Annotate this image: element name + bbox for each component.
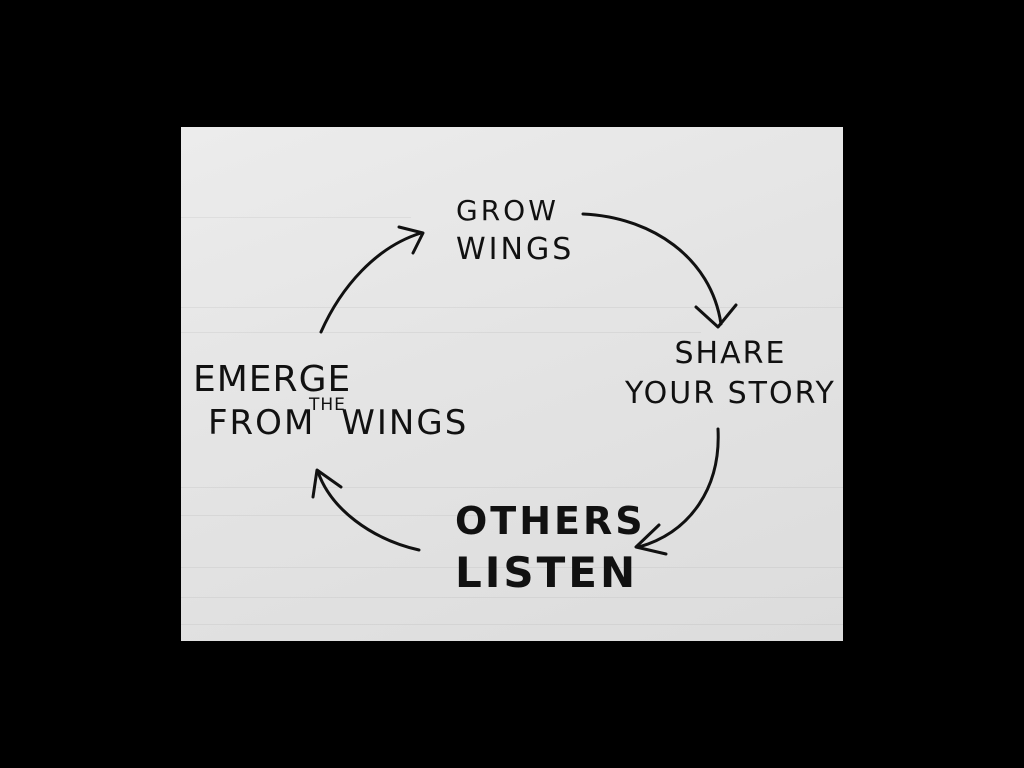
arrowhead-grow-to-share xyxy=(694,303,738,329)
bleed-line xyxy=(181,515,481,516)
node-grow-wings: GROW WINGS xyxy=(456,197,574,265)
bleed-line xyxy=(181,567,843,568)
bleed-line xyxy=(181,217,411,218)
bleed-line xyxy=(181,487,843,488)
arrow-grow-to-share xyxy=(581,212,723,326)
node-label-line: LISTEN xyxy=(455,548,639,597)
cycle-arrows xyxy=(311,212,738,556)
bleed-line xyxy=(181,307,843,308)
node-label-word: FROM xyxy=(208,403,316,443)
node-label-line: WINGS xyxy=(456,232,575,267)
arrowhead-emerge-to-grow xyxy=(397,225,425,255)
node-label-line: FROM WINGS xyxy=(208,406,468,440)
node-label-word: WINGS xyxy=(341,403,469,443)
arrowhead-others-to-emerge xyxy=(311,468,343,499)
node-label-line: SHARE xyxy=(674,336,787,371)
paper-sheet: GROW WINGS SHARE YOUR STORY OTHERS LISTE… xyxy=(181,127,843,641)
node-share-your-story: SHARE YOUR STORY xyxy=(625,339,836,409)
arrow-share-to-others xyxy=(637,427,720,549)
arrowhead-share-to-others xyxy=(634,523,668,556)
node-label-line: OTHERS xyxy=(455,499,646,543)
node-label-line: EMERGE xyxy=(193,359,352,400)
arrow-emerge-to-grow xyxy=(319,231,423,334)
arrow-others-to-emerge xyxy=(316,470,421,552)
node-label-line: YOUR STORY xyxy=(625,376,836,411)
node-emerge-from-the-wings: EMERGE FROM WINGS xyxy=(193,359,468,441)
node-others-listen: OTHERS LISTEN xyxy=(455,502,646,594)
node-label-line: GROW xyxy=(456,194,559,227)
inserted-word-the: THE xyxy=(309,395,346,415)
bleed-line xyxy=(181,332,701,333)
bleed-line xyxy=(181,624,843,625)
bleed-line xyxy=(181,597,843,598)
